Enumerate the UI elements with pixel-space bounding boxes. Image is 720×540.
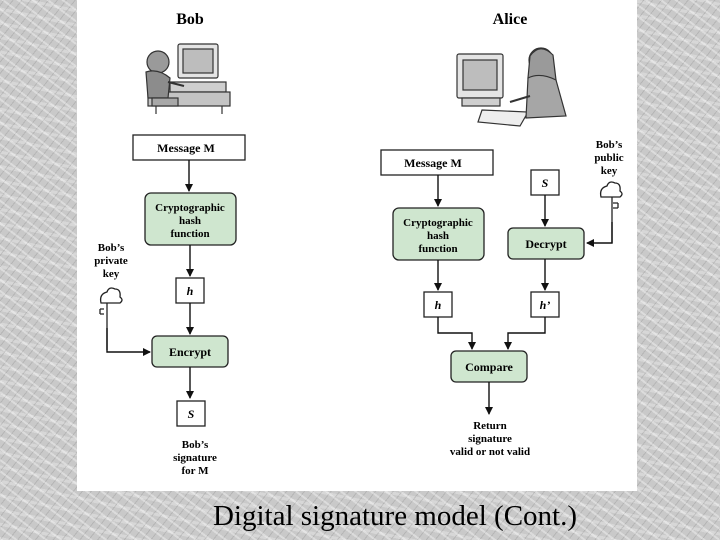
alice-hash-line-2: hash <box>427 230 449 242</box>
bob-hash-line-3: function <box>170 228 209 240</box>
bob-hash-line-2: hash <box>179 215 201 227</box>
alice-name: Alice <box>493 11 528 28</box>
bob-hash-line-1: Cryptographic <box>155 202 225 214</box>
alice-hash-line-1: Cryptographic <box>403 217 473 229</box>
diagram-panel: Bob Message M Cryptographic hash functio… <box>77 0 637 491</box>
alice-h-prime-label: h’ <box>540 298 551 312</box>
bob-s-label: S <box>188 407 195 421</box>
decrypt-box <box>507 227 585 260</box>
private-key-icon <box>99 287 123 350</box>
alice-s-label: S <box>542 176 549 190</box>
signature-line-2: signature <box>173 452 217 464</box>
bob-message-label: Message M <box>157 141 215 155</box>
alice-h-box <box>423 291 453 318</box>
signature-line-1: Bob’s <box>182 439 209 451</box>
private-key-line-1: Bob’s <box>98 242 125 254</box>
alice-h-label: h <box>435 298 442 312</box>
alice-h-prime-box <box>530 291 560 318</box>
bob-h-label: h <box>187 284 194 298</box>
bob-s-box <box>176 400 206 427</box>
alice-computer-illustration <box>456 47 567 127</box>
alice-s-box <box>530 169 560 196</box>
digital-signature-diagram: Bob Message M Cryptographic hash functio… <box>94 11 624 477</box>
compare-label: Compare <box>465 360 513 374</box>
public-key-line-2: public <box>594 152 623 164</box>
alice-message-box: Message M <box>404 156 462 170</box>
encrypt-label: Encrypt <box>169 345 211 359</box>
signature-line-3: for M <box>182 465 210 477</box>
alice-message-label: Message M <box>404 156 462 170</box>
public-key-line-1: Bob’s <box>596 139 623 151</box>
return-line-1: Return <box>473 420 507 432</box>
bob-message-box: Message M <box>157 141 215 155</box>
bob-computer-illustration <box>145 43 231 114</box>
alice-hash-line-3: function <box>418 243 457 255</box>
bob-name: Bob <box>176 11 204 28</box>
slide-caption: Digital signature model (Cont.) <box>212 500 578 532</box>
decrypt-label: Decrypt <box>525 237 566 251</box>
public-key-line-3: key <box>601 165 618 177</box>
return-line-2: signature <box>468 433 512 445</box>
private-key-line-2: private <box>94 255 128 267</box>
private-key-line-3: key <box>103 268 120 280</box>
return-line-3: valid or not valid <box>450 446 530 458</box>
